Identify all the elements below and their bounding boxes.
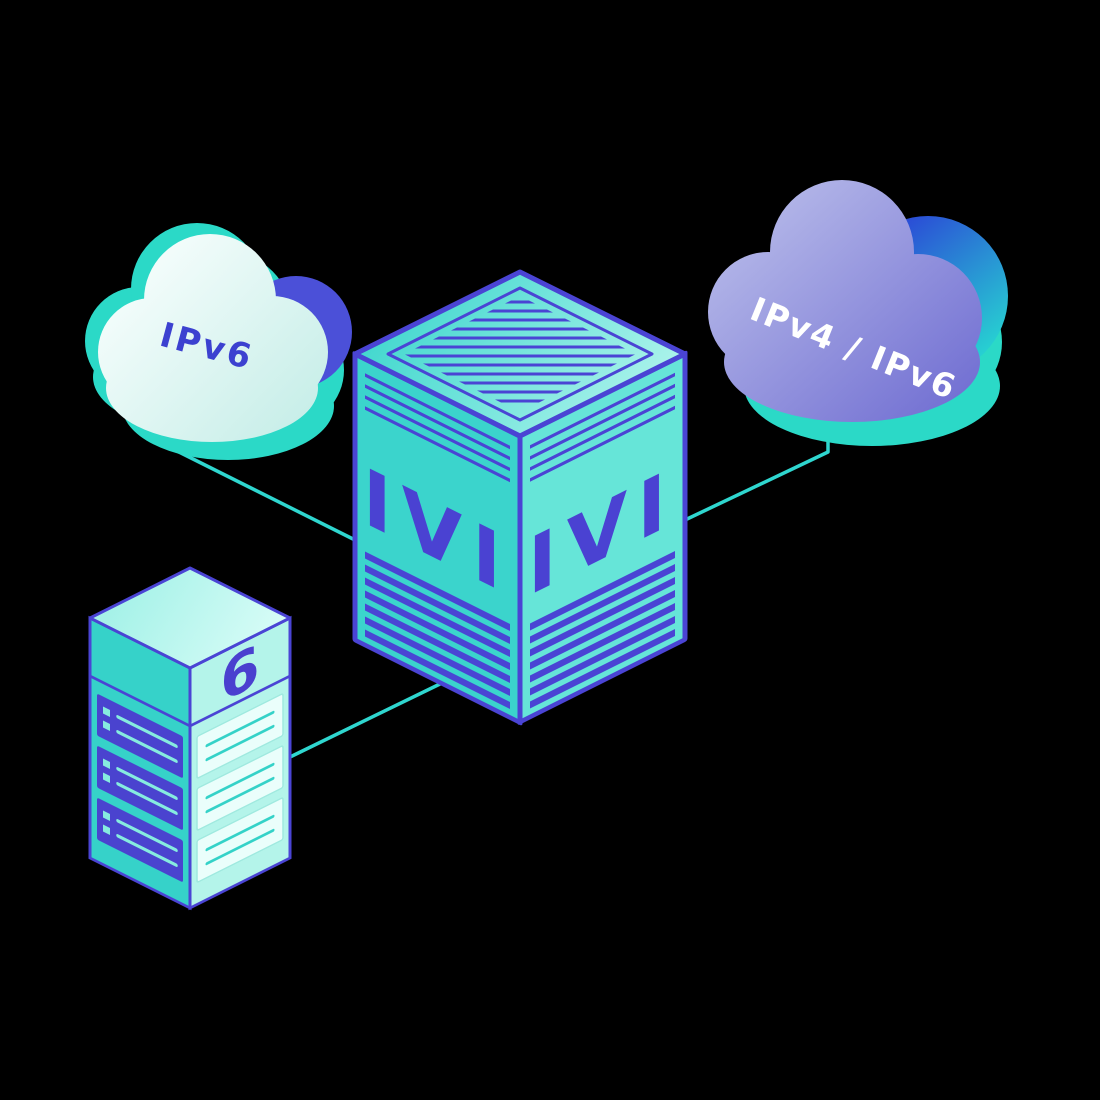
cube-top-inner-border [386,286,654,422]
server-divider-right [190,674,290,728]
cube-right-bottom-stripes [530,551,675,709]
server-node: 6 [88,566,292,911]
ipv6-cloud-node: IPv6 [85,223,352,460]
cube-left-bottom-stripes [365,551,510,709]
server-rack-units-dark [97,694,183,882]
cube-top-face [352,269,688,439]
server-right-face: 6 [188,615,292,911]
cube-right-face: IVI [517,350,688,725]
dual-stack-cloud-node: IPv4 / IPv6 [708,180,1008,446]
ivi-translator-node: IVI IVI [352,269,688,726]
server-top-face [88,566,292,670]
server-left-face [88,615,192,911]
server-rack-units-light [196,693,284,883]
server-divider [90,674,190,728]
cube-right-top-stripes [530,372,675,482]
cube-left-top-stripes [365,373,510,483]
cube-left-face: IVI [352,351,523,726]
edge-server-to-ivi [286,681,444,760]
